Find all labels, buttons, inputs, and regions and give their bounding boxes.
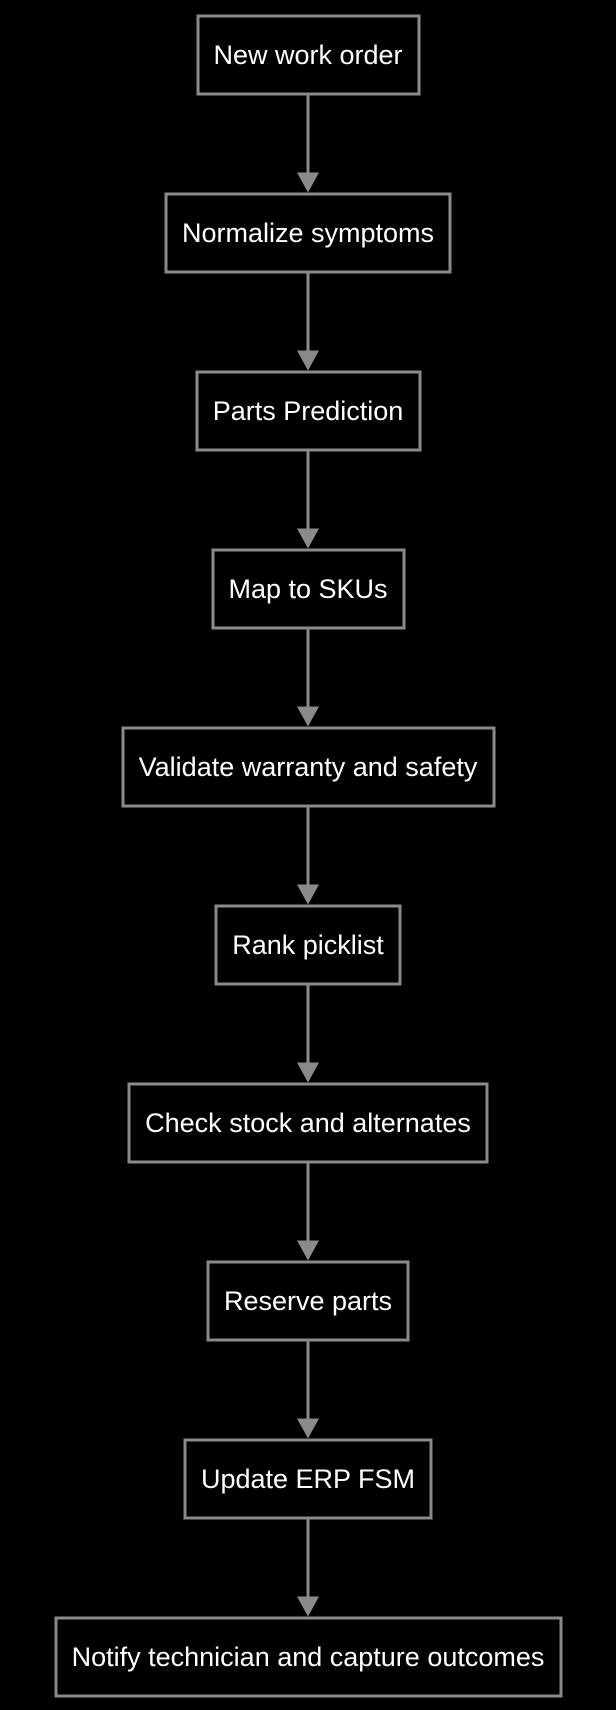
edge-validate-warranty-safety-to-rank-picklist [297, 807, 319, 905]
arrowhead-icon [297, 528, 319, 549]
edges-layer [297, 95, 319, 1617]
node-notify-technician: Notify technician and capture outcomes [54, 1616, 563, 1698]
node-box [214, 904, 402, 986]
arrowhead-icon [297, 706, 319, 727]
arrowhead-icon [297, 1418, 319, 1439]
arrowhead-icon [297, 350, 319, 371]
node-label: Validate warranty and safety [139, 752, 478, 782]
arrowhead-icon [297, 1240, 319, 1261]
node-label: Reserve parts [224, 1286, 392, 1316]
node-reserve-parts: Reserve parts [206, 1260, 410, 1342]
node-label: Rank picklist [232, 930, 384, 960]
node-label: Update ERP FSM [201, 1464, 415, 1494]
node-box [183, 1438, 433, 1520]
node-label: Notify technician and capture outcomes [72, 1642, 545, 1672]
node-box [206, 1260, 410, 1342]
arrowhead-icon [297, 172, 319, 193]
node-box [54, 1616, 563, 1698]
edge-reserve-parts-to-update-erp-fsm [297, 1341, 319, 1439]
node-new-work-order: New work order [196, 14, 421, 96]
node-box [164, 192, 452, 274]
node-box [127, 1082, 489, 1164]
edge-parts-prediction-to-map-to-skus [297, 451, 319, 549]
edge-rank-picklist-to-check-stock-alternates [297, 985, 319, 1083]
node-label: New work order [213, 40, 402, 70]
arrowhead-icon [297, 1596, 319, 1617]
node-update-erp-fsm: Update ERP FSM [183, 1438, 433, 1520]
arrowhead-icon [297, 1062, 319, 1083]
edge-new-work-order-to-normalize-symptoms [297, 95, 319, 193]
node-map-to-skus: Map to SKUs [211, 548, 406, 630]
node-parts-prediction: Parts Prediction [195, 370, 422, 452]
node-check-stock-alternates: Check stock and alternates [127, 1082, 489, 1164]
arrowhead-icon [297, 884, 319, 905]
node-rank-picklist: Rank picklist [214, 904, 402, 986]
edge-check-stock-alternates-to-reserve-parts [297, 1163, 319, 1261]
node-label: Map to SKUs [228, 574, 387, 604]
node-box [195, 370, 422, 452]
edge-update-erp-fsm-to-notify-technician [297, 1519, 319, 1617]
node-label: Normalize symptoms [182, 218, 434, 248]
node-box [211, 548, 406, 630]
node-label: Parts Prediction [213, 396, 404, 426]
node-label: Check stock and alternates [145, 1108, 471, 1138]
node-box [121, 726, 496, 808]
node-validate-warranty-safety: Validate warranty and safety [121, 726, 496, 808]
edge-map-to-skus-to-validate-warranty-safety [297, 629, 319, 727]
edge-normalize-symptoms-to-parts-prediction [297, 273, 319, 371]
node-normalize-symptoms: Normalize symptoms [164, 192, 452, 274]
node-box [196, 14, 421, 96]
